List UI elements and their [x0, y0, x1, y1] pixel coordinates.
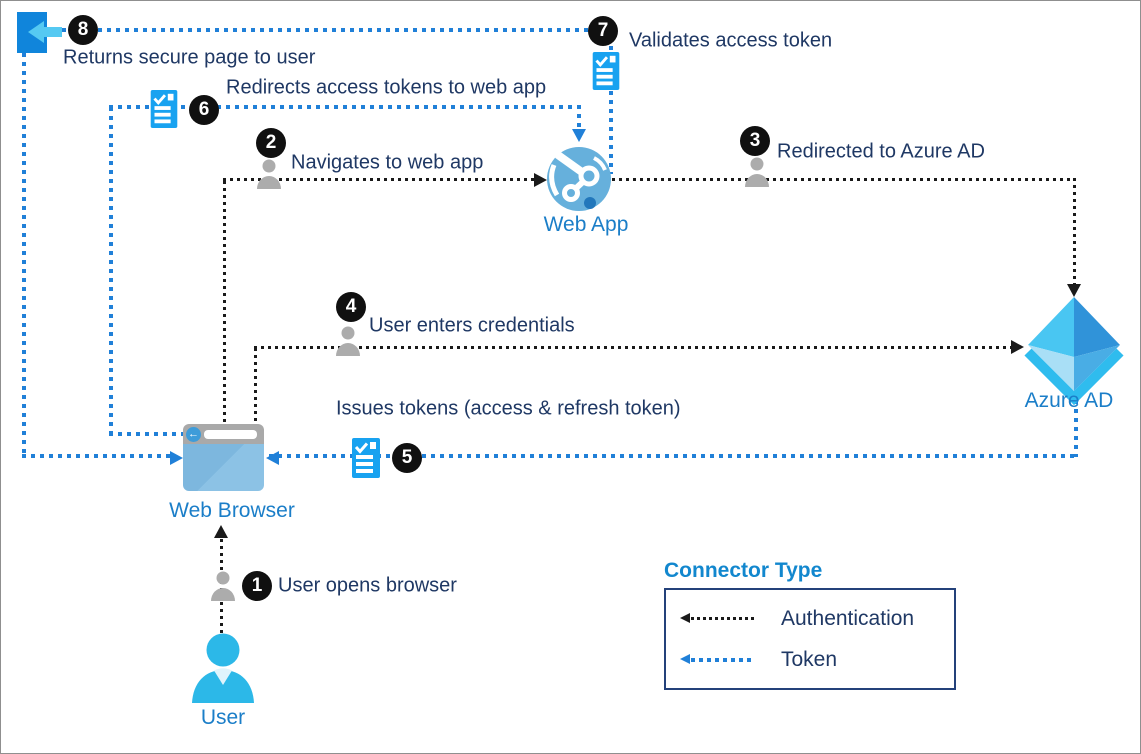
legend-title: Connector Type: [664, 559, 823, 582]
step-badge-1: 1: [242, 571, 272, 601]
person-icon-step2: [257, 159, 281, 189]
arrowhead-up-browser: [214, 525, 228, 538]
connector-redirect-right: [109, 105, 581, 109]
step-badge-7: 7: [588, 16, 618, 46]
legend-authentication-line: [691, 617, 754, 620]
arrowhead-left-browser: [266, 451, 279, 465]
browser-back-icon: ←: [186, 427, 201, 442]
arrowhead-right-webapp: [534, 173, 547, 187]
connector-return-left: [53, 28, 611, 32]
connector-credentials-up: [254, 348, 257, 424]
user-icon: [192, 633, 254, 703]
step-badge-6: 6: [189, 95, 219, 125]
connector-credentials-right: [254, 346, 1011, 349]
connector-tokens-left: [269, 454, 1077, 458]
connector-webapp-to-azuread: [612, 178, 1076, 181]
connector-return-right: [22, 454, 172, 458]
connector-redirect-up: [109, 107, 113, 436]
legend-box: [664, 588, 956, 690]
web-app-label: Web App: [543, 213, 629, 236]
step-badge-5: 5: [392, 443, 422, 473]
token-icon-step7: [592, 52, 620, 90]
step-badge-2: 2: [256, 128, 286, 158]
connector-redirect-down: [577, 105, 581, 131]
legend-authentication-label: Authentication: [781, 607, 915, 630]
legend-token-arrow-icon: [680, 654, 690, 664]
legend-authentication-arrow-icon: [680, 613, 690, 623]
step-label-4: User enters credentials: [369, 314, 575, 337]
connector-return-down: [22, 53, 26, 456]
arrowhead-down-webapp: [572, 129, 586, 142]
legend-token-line: [691, 658, 754, 662]
arrowhead-right-browser: [170, 451, 183, 465]
azure-ad-icon: [1024, 297, 1124, 406]
web-app-icon: [547, 147, 611, 211]
step-label-5: Issues tokens (access & refresh token): [336, 397, 681, 420]
person-icon-step4: [336, 326, 360, 356]
step-label-1: User opens browser: [278, 574, 457, 597]
connector-validate-up: [609, 28, 613, 174]
person-icon-step3: [745, 157, 769, 187]
step-label-2: Navigates to web app: [291, 151, 484, 174]
connector-azuread-down: [1073, 178, 1076, 284]
connector-navigates-webapp: [223, 178, 534, 181]
legend-token-label: Token: [781, 648, 838, 671]
secure-page-icon: [17, 12, 62, 53]
token-icon-step6: [150, 90, 178, 128]
token-icon-step5: [352, 438, 380, 478]
person-icon-step1: [211, 571, 235, 601]
connector-browser-up: [223, 181, 226, 424]
web-browser-icon: ←: [183, 424, 264, 491]
connector-redirect-out: [109, 432, 186, 436]
browser-toolbar: ←: [183, 424, 264, 444]
azure-ad-label: Azure AD: [1024, 389, 1114, 412]
step-badge-3: 3: [740, 126, 770, 156]
step-label-3: Redirected to Azure AD: [777, 140, 985, 163]
step-badge-8: 8: [68, 15, 98, 45]
user-label: User: [200, 706, 246, 729]
step-label-8: Returns secure page to user: [63, 46, 316, 69]
arrowhead-right-azuread: [1011, 340, 1024, 354]
arrowhead-down-azuread: [1067, 284, 1081, 297]
web-browser-label: Web Browser: [169, 499, 295, 522]
connector-tokens-down: [1074, 391, 1078, 457]
step-badge-4: 4: [336, 292, 366, 322]
step-label-6: Redirects access tokens to web app: [226, 76, 547, 99]
browser-page-area: [183, 444, 264, 491]
browser-address-bar: [204, 430, 257, 439]
step-label-7: Validates access token: [629, 29, 833, 52]
